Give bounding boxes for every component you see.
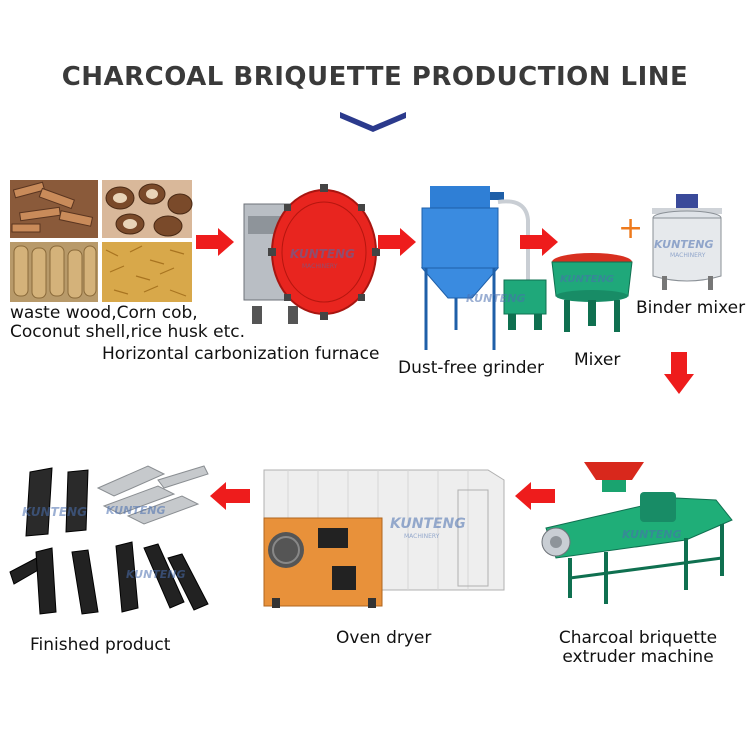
finished-product-image: KUNTENG KUNTENG KUNTENG <box>9 465 209 615</box>
dust-free-grinder-image: KUNTENG <box>420 186 547 350</box>
raw-material-label-line1: waste wood,Corn cob, <box>10 303 198 323</box>
svg-text:KUNTENG: KUNTENG <box>390 516 466 532</box>
raw-material-label-line2: Coconut shell,rice husk etc. <box>10 322 246 342</box>
right-arrow-icon <box>520 228 558 256</box>
svg-text:MACHINERY: MACHINERY <box>670 252 706 259</box>
raw-material-image <box>10 180 193 302</box>
extruder-label-line1: Charcoal briquette <box>558 628 718 648</box>
furnace-label: Horizontal carbonization furnace <box>102 344 380 364</box>
right-arrow-icon <box>378 228 416 256</box>
svg-text:KUNTENG: KUNTENG <box>654 238 714 251</box>
mixer-label: Mixer <box>574 350 621 370</box>
oven-dryer-image: KUNTENG MACHINERY <box>263 469 505 608</box>
svg-text:KUNTENG: KUNTENG <box>560 274 614 285</box>
page-title: CHARCOAL BRIQUETTE PRODUCTION LINE <box>61 62 689 92</box>
svg-text:MACHINERY: MACHINERY <box>302 263 338 270</box>
chevron-down-icon <box>340 112 406 132</box>
binder-mixer-image: KUNTENG MACHINERY <box>652 194 722 290</box>
down-arrow-icon <box>664 352 694 394</box>
svg-text:KUNTENG: KUNTENG <box>126 568 186 581</box>
carbonization-furnace-image: KUNTENG MACHINERY <box>243 184 380 324</box>
finished-product-label: Finished product <box>30 635 171 655</box>
briquette-extruder-image: KUNTENG <box>541 462 733 604</box>
right-arrow-icon <box>196 228 234 256</box>
mixer-image: KUNTENG <box>551 253 633 332</box>
oven-dryer-label: Oven dryer <box>336 628 432 648</box>
svg-text:KUNTENG: KUNTENG <box>22 505 87 519</box>
grinder-label: Dust-free grinder <box>398 358 544 378</box>
svg-text:KUNTENG: KUNTENG <box>106 504 166 517</box>
svg-text:KUNTENG: KUNTENG <box>622 528 682 541</box>
left-arrow-icon <box>210 482 250 510</box>
extruder-label-line2: extruder machine <box>562 647 714 667</box>
svg-text:KUNTENG: KUNTENG <box>466 292 526 305</box>
plus-icon: + <box>618 211 644 246</box>
binder-mixer-label: Binder mixer <box>636 298 746 318</box>
svg-text:KUNTENG: KUNTENG <box>290 247 355 261</box>
svg-text:MACHINERY: MACHINERY <box>404 533 440 540</box>
left-arrow-icon <box>515 482 555 510</box>
